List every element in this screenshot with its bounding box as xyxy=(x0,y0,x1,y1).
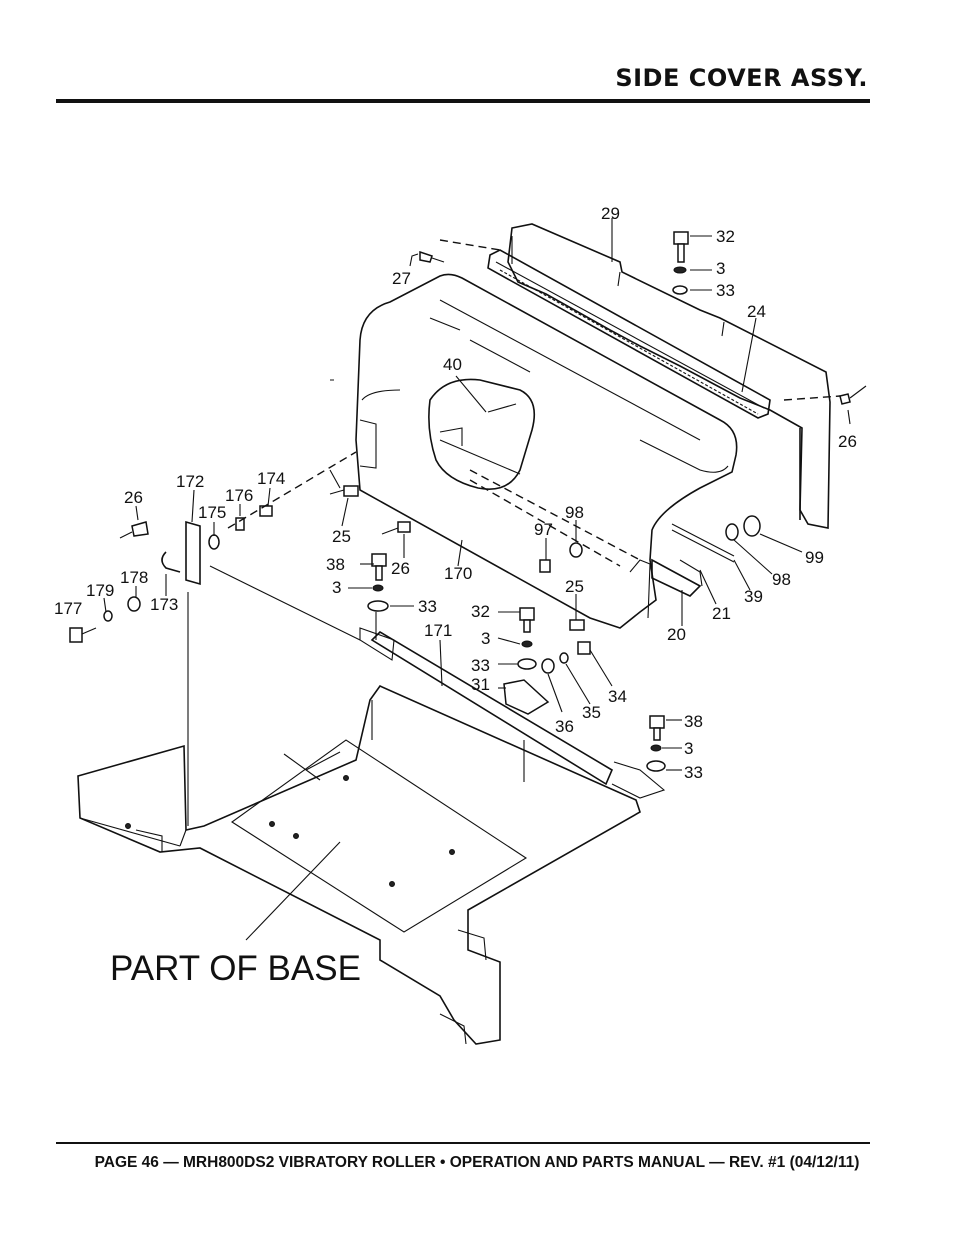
callout-25: 25 xyxy=(332,527,351,546)
part-of-base-label: PART OF BASE xyxy=(110,949,361,988)
side-cover xyxy=(355,273,738,629)
callout-38: 38 xyxy=(684,712,703,731)
callout-176: 176 xyxy=(225,486,253,505)
callout-33: 33 xyxy=(684,763,703,782)
side-rail xyxy=(487,249,771,419)
callout-20: 20 xyxy=(667,625,686,644)
callout-172: 172 xyxy=(176,472,204,491)
callout-33: 33 xyxy=(418,597,437,616)
base-frame xyxy=(77,685,641,1045)
callout-39: 39 xyxy=(744,587,763,606)
callout-26: 26 xyxy=(391,559,410,578)
callout-174: 174 xyxy=(257,469,285,488)
callout-97: 97 xyxy=(534,520,553,539)
callout-29: 29 xyxy=(601,204,620,223)
callout-179: 179 xyxy=(86,581,114,600)
callout-36: 36 xyxy=(555,717,574,736)
callout-177: 177 xyxy=(54,599,82,618)
header-rule xyxy=(56,99,870,103)
callout-171: 171 xyxy=(424,621,452,640)
callout-33: 33 xyxy=(471,656,490,675)
callout-27: 27 xyxy=(392,269,411,288)
callout-35: 35 xyxy=(582,703,601,722)
callout-34: 34 xyxy=(608,687,627,706)
callout-33: 33 xyxy=(716,281,735,300)
callout-26: 26 xyxy=(124,488,143,507)
hinge-bracket xyxy=(161,520,201,586)
front-bracket xyxy=(651,558,703,597)
callout-40: 40 xyxy=(443,355,462,374)
leader-lines xyxy=(103,218,851,941)
callout-labels: 29 32 3 33 24 27 26 40 172 174 176 175 2… xyxy=(54,204,857,782)
callout-170: 170 xyxy=(444,564,472,583)
callout-26: 26 xyxy=(838,432,857,451)
callout-3: 3 xyxy=(684,739,693,758)
callout-38: 38 xyxy=(326,555,345,574)
callout-32: 32 xyxy=(716,227,735,246)
callout-3: 3 xyxy=(716,259,725,278)
callout-99: 99 xyxy=(805,548,824,567)
page-footer: PAGE 46 — MRH800DS2 VIBRATORY ROLLER • O… xyxy=(94,1154,860,1171)
rear-bracket xyxy=(507,223,831,529)
page-title: SIDE COVER ASSY. xyxy=(615,64,868,92)
callout-31: 31 xyxy=(471,675,490,694)
callout-25: 25 xyxy=(565,577,584,596)
callout-175: 175 xyxy=(198,503,226,522)
footer-rule xyxy=(56,1142,870,1144)
hardware-parts xyxy=(69,231,867,772)
callout-98: 98 xyxy=(565,503,584,522)
callout-98: 98 xyxy=(772,570,791,589)
callout-21: 21 xyxy=(712,604,731,623)
callout-178: 178 xyxy=(120,568,148,587)
callout-173: 173 xyxy=(150,595,178,614)
callout-32: 32 xyxy=(471,602,490,621)
callout-3: 3 xyxy=(481,629,490,648)
callout-24: 24 xyxy=(747,302,766,321)
support-bar xyxy=(359,627,666,799)
callout-3: 3 xyxy=(332,578,341,597)
